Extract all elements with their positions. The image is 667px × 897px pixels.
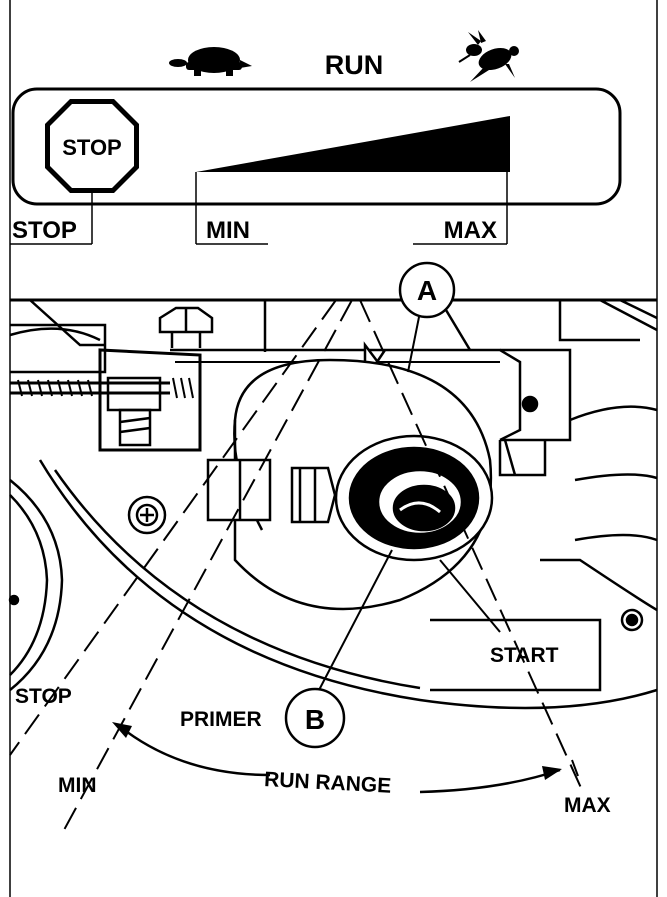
bowl-nut	[206, 458, 337, 524]
run-range-label: RUN RANGE	[264, 768, 392, 798]
governor-spring	[10, 381, 170, 395]
turtle-icon	[169, 47, 252, 76]
mounting-screw	[127, 495, 167, 535]
spring-coils	[17, 377, 194, 399]
max-position-line	[359, 299, 583, 791]
throttle-panel: RUN STOP	[10, 30, 622, 245]
start-label: START	[490, 644, 559, 667]
right-housing	[569, 298, 658, 542]
stop-sign-text: STOP	[62, 135, 122, 160]
stop-position-line	[9, 299, 337, 756]
run-label: RUN	[325, 50, 384, 80]
panel-max-label: MAX	[444, 217, 497, 244]
rabbit-icon	[458, 30, 519, 82]
primer-bulb	[334, 434, 494, 562]
throttle-bracket	[98, 348, 202, 452]
svg-text:A: A	[417, 275, 437, 306]
callout-leaders	[317, 311, 501, 693]
throttle-position-lines	[9, 299, 583, 831]
page-frame	[9, 0, 658, 897]
run-range-arrow	[112, 722, 579, 794]
engine-max-label: MAX	[564, 794, 611, 817]
callout-a: A	[398, 261, 456, 319]
carb-body-top	[170, 348, 522, 442]
engine-stop-label: STOP	[15, 685, 72, 708]
panel-min-label: MIN	[206, 217, 250, 244]
panel-leaders	[10, 172, 508, 245]
panel-stop-label: STOP	[12, 217, 77, 244]
bracket-screw	[118, 408, 152, 447]
starter-pulley	[8, 479, 64, 691]
engine-min-label: MIN	[58, 774, 97, 797]
start-plate	[430, 618, 602, 692]
top-bolt	[158, 306, 214, 348]
speed-wedge	[196, 116, 510, 172]
throttle-plate	[11, 87, 622, 206]
primer-label: PRIMER	[180, 708, 262, 731]
callout-b: B	[284, 687, 346, 749]
engine-illustration	[8, 298, 658, 710]
svg-text:B: B	[305, 704, 325, 735]
stop-sign-icon: STOP	[45, 99, 139, 193]
base-plate	[38, 459, 658, 710]
right-bracket	[498, 348, 572, 477]
